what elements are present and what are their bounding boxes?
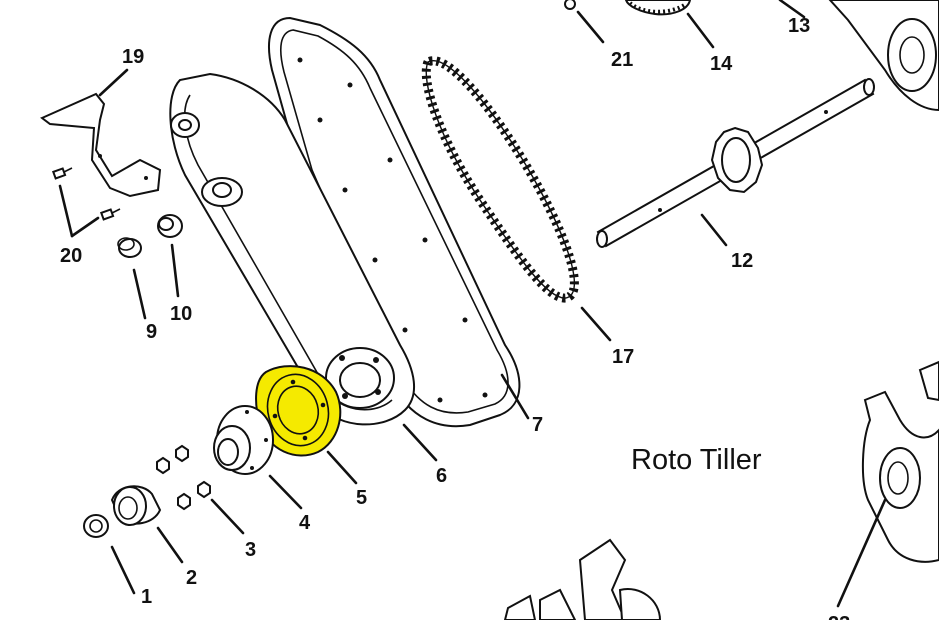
spacer-part-2[interactable] <box>110 485 162 526</box>
callout-3: 3 <box>245 539 256 561</box>
gasket-part-7[interactable] <box>268 16 521 428</box>
chain-part-17[interactable] <box>421 56 579 303</box>
callout-21: 21 <box>611 49 633 71</box>
callout-7: 7 <box>532 414 543 436</box>
diagram-title: Roto Tiller <box>631 444 762 476</box>
shaft-part-12[interactable] <box>596 78 875 248</box>
washer-part-1[interactable] <box>83 514 109 538</box>
chain-case-part-6[interactable] <box>169 72 416 426</box>
bearing-part-10[interactable] <box>157 214 183 238</box>
tine-housing-part-13[interactable] <box>828 0 939 112</box>
callout-4: 4 <box>299 512 311 534</box>
callout-9: 9 <box>146 321 157 343</box>
tine-blades-bottom[interactable] <box>503 538 662 620</box>
bracket-part-19[interactable] <box>40 92 162 198</box>
sprocket-part-14[interactable] <box>624 0 692 16</box>
nut-part-21[interactable] <box>564 0 576 10</box>
seal-gasket-part-5[interactable] <box>255 365 342 457</box>
callout-19: 19 <box>122 46 144 68</box>
callout-12: 12 <box>731 250 753 272</box>
leader-lines <box>58 0 887 608</box>
callout-10: 10 <box>170 303 192 325</box>
flange-hub-part-4[interactable] <box>213 405 274 475</box>
callout-17: 17 <box>612 346 634 368</box>
nuts-part-3[interactable] <box>156 444 211 511</box>
callout-6: 6 <box>436 465 447 487</box>
callout-13: 13 <box>788 15 810 37</box>
callout-23: 23 <box>828 613 850 620</box>
callout-1: 1 <box>141 586 152 608</box>
screws-part-20[interactable] <box>51 167 121 221</box>
bushing-part-9[interactable] <box>117 237 142 258</box>
callout-20: 20 <box>60 245 82 267</box>
tine-assembly-part-23[interactable] <box>861 360 939 563</box>
callout-2: 2 <box>186 567 197 589</box>
callout-14: 14 <box>710 53 733 75</box>
callout-5: 5 <box>356 487 367 509</box>
